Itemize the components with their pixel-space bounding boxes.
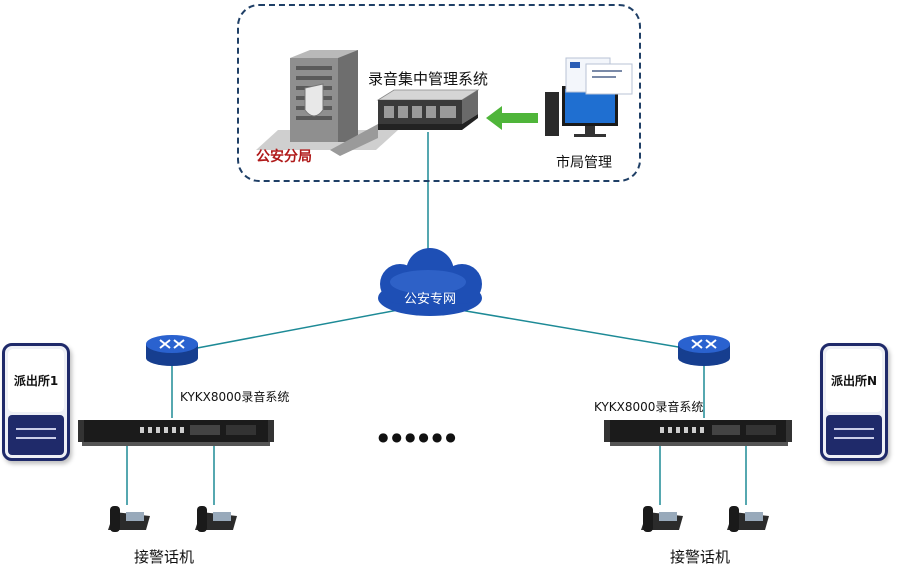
police-bureau-label: 公安分局 xyxy=(256,149,312,165)
hq-container xyxy=(237,4,641,182)
right-router-icon xyxy=(678,335,730,366)
building-icon xyxy=(256,50,398,156)
left-recorder-icon xyxy=(78,420,274,446)
station-1-sign: 派出所1 xyxy=(2,343,70,461)
system-label: 录音集中管理系统 xyxy=(368,70,489,88)
cloud-to-left-router-line xyxy=(191,309,399,350)
server-icon xyxy=(376,89,480,130)
phone-icon xyxy=(727,506,769,532)
city-mgmt-label: 市局管理 xyxy=(556,155,612,171)
cloud-to-right-router-line xyxy=(459,309,691,350)
cloud-icon xyxy=(378,248,482,316)
ellipsis: ●●●●●● xyxy=(378,430,459,444)
phone-icon xyxy=(641,506,683,532)
arrow-icon xyxy=(486,106,538,130)
network-label: 公安专网 xyxy=(404,292,457,307)
right-phones-label: 接警话机 xyxy=(670,548,731,566)
right-recorder-icon xyxy=(604,420,792,446)
station-n-label: 派出所N xyxy=(830,374,878,388)
station-n-sign: 派出所N xyxy=(820,343,888,461)
phone-icon xyxy=(195,506,237,532)
computer-icon xyxy=(545,57,633,137)
station-1-label: 派出所1 xyxy=(13,374,59,388)
left-phones-label: 接警话机 xyxy=(134,548,195,566)
right-recorder-label: KYKX8000录音系统 xyxy=(594,400,704,414)
phone-icon xyxy=(108,506,150,532)
left-router-icon xyxy=(146,335,198,366)
left-recorder-label: KYKX8000录音系统 xyxy=(180,390,290,404)
